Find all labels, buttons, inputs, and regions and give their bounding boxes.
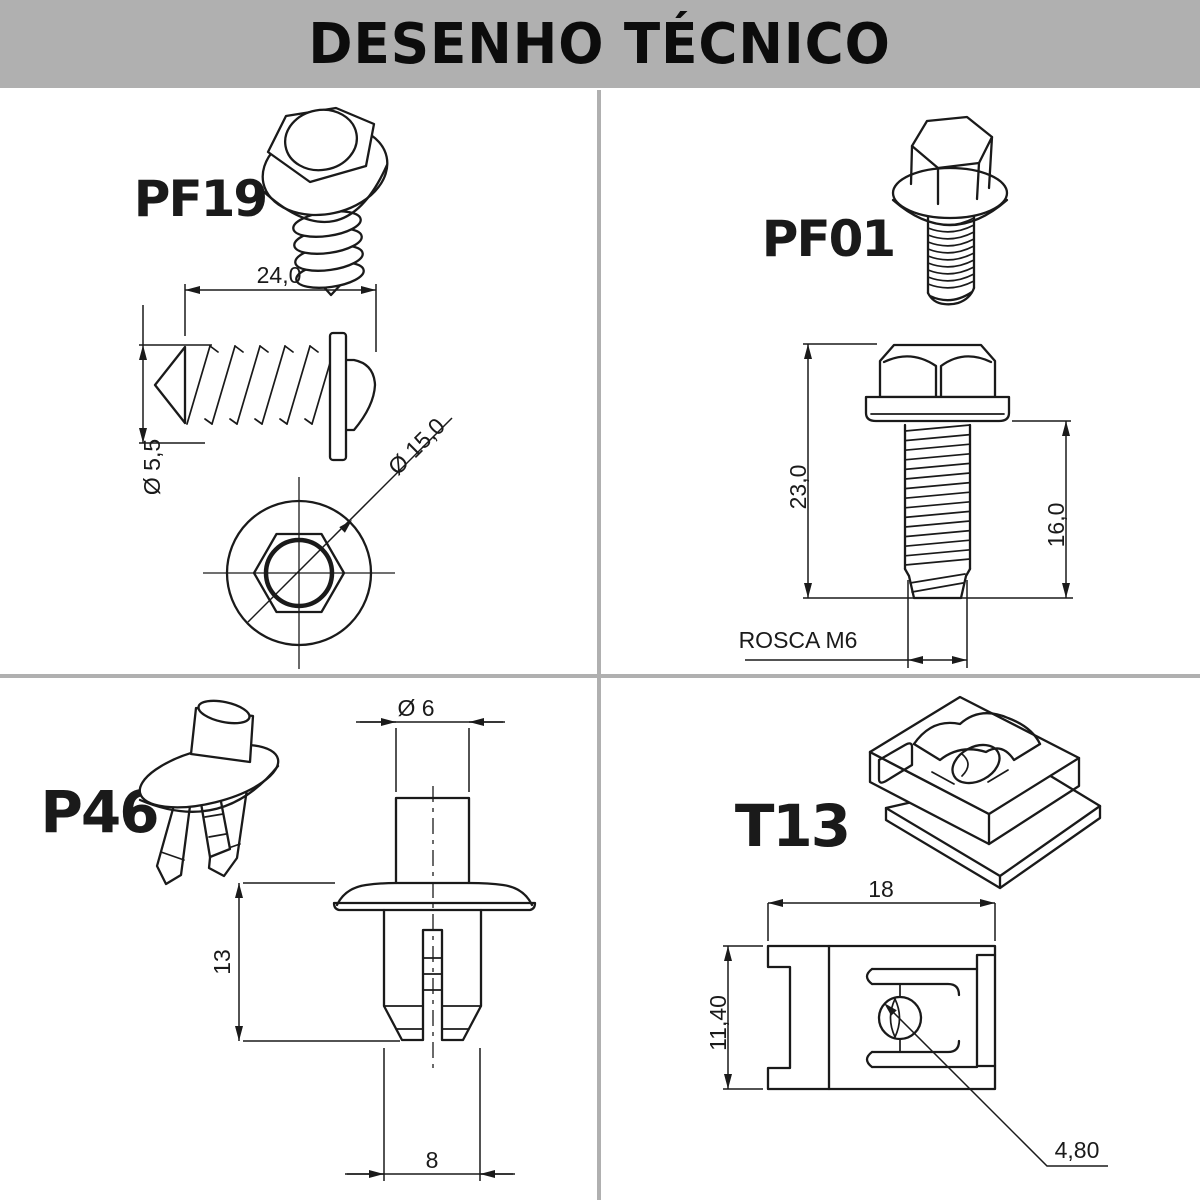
p46-body-width-dimension: 8 <box>345 1048 515 1181</box>
pf19-3d-view <box>261 106 389 297</box>
p46-stem-dim-text: Ø 6 <box>397 695 434 721</box>
p46-3d-view <box>138 699 280 886</box>
pf19-washer-dim-text: Ø 15,0 <box>383 413 450 480</box>
pf01-front-view <box>864 343 1011 600</box>
pf19-length-dim-text: 24,0 <box>257 262 302 288</box>
vertical-divider <box>597 90 601 1200</box>
t13-part-label: T13 <box>735 792 849 860</box>
quadrant-pf01: PF01 <box>739 115 1073 668</box>
pf19-length-dimension: 24,0 <box>184 262 377 352</box>
p46-front-view <box>332 786 537 1071</box>
t13-hole-diameter-text: 4,80 <box>1055 1137 1100 1163</box>
t13-3d-view <box>868 695 1102 890</box>
pf01-thread-length-text: 16,0 <box>1043 503 1069 548</box>
pf19-side-view <box>153 331 377 462</box>
pf01-thread-spec-text: ROSCA M6 <box>739 627 858 653</box>
t13-height-dimension: 11,40 <box>705 945 763 1090</box>
p46-stem-diameter-dimension: Ø 6 <box>356 695 505 792</box>
p46-leg-length-dimension: 13 <box>209 882 400 1042</box>
pf01-3d-view <box>891 115 1009 306</box>
t13-hole-diameter-dimension: 4,80 <box>884 1003 1108 1167</box>
pf19-part-label: PF19 <box>134 170 266 228</box>
p46-leg-length-text: 13 <box>209 949 235 975</box>
p46-body-width-text: 8 <box>426 1147 439 1173</box>
horizontal-divider <box>0 674 1200 678</box>
t13-width-text: 18 <box>868 876 894 902</box>
quadrant-pf19: PF19 <box>134 106 453 669</box>
pf01-thread-spec-dimension: ROSCA M6 <box>739 580 968 668</box>
pf01-thread-length-dimension: 16,0 <box>1012 420 1071 598</box>
quadrant-t13: T13 <box>705 695 1108 1167</box>
pf19-bottom-view: Ø 15,0 <box>203 413 453 669</box>
t13-front-view <box>766 944 997 1091</box>
pf01-total-length-dimension: 23,0 <box>785 343 1073 599</box>
title-banner: DESENHO TÉCNICO <box>0 0 1200 88</box>
t13-height-text: 11,40 <box>705 995 731 1051</box>
pf19-shank-dim-text: Ø 5,5 <box>139 439 165 495</box>
quadrant-p46: P46 <box>40 695 537 1181</box>
pf01-total-length-text: 23,0 <box>785 465 811 510</box>
page-title: DESENHO TÉCNICO <box>308 11 892 77</box>
pf19-shank-diameter-dimension: Ø 5,5 <box>139 305 212 495</box>
pf01-part-label: PF01 <box>762 210 894 268</box>
t13-width-dimension: 18 <box>767 876 996 941</box>
